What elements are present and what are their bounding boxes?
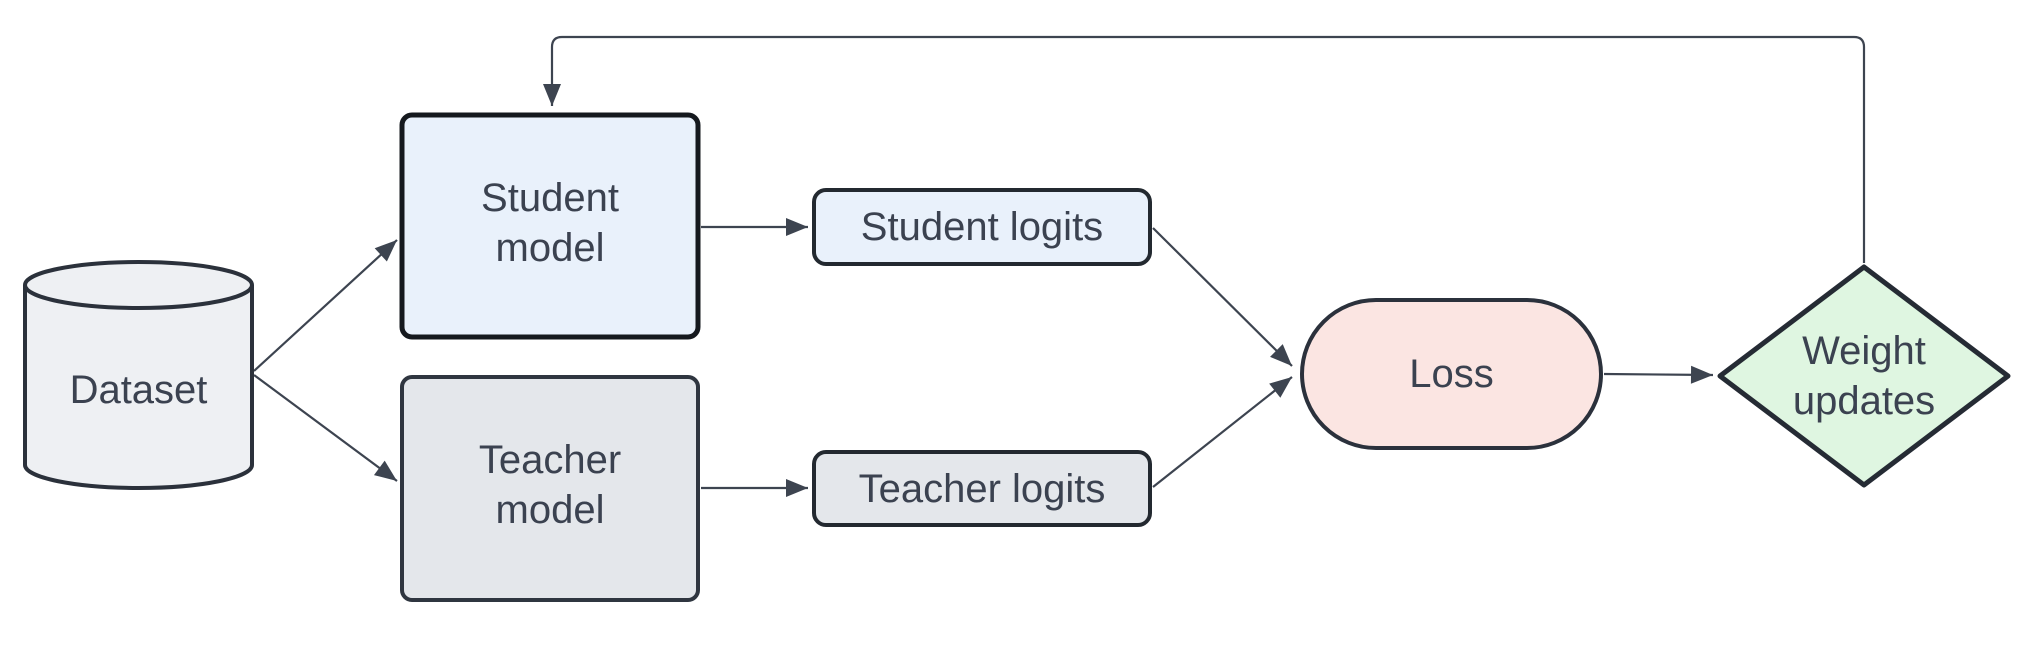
edge-weight-updates-to-student-model-feedback-loop	[543, 35, 1866, 263]
student-logits-node	[812, 188, 1152, 266]
student-model-node	[399, 112, 701, 340]
teacher-logits-node	[812, 450, 1152, 527]
edge-student-logits-to-loss	[1152, 227, 1293, 367]
weight-updates-node	[1717, 264, 2011, 488]
loss-node	[1300, 298, 1603, 450]
edge-teacher-logits-to-loss	[1152, 376, 1293, 488]
edge-dataset-to-teacher-model	[253, 374, 398, 482]
dataset-cylinder-rim	[23, 284, 254, 310]
dataset-cylinder-body	[23, 260, 254, 490]
teacher-model-node	[400, 375, 700, 602]
dataset-node	[23, 260, 254, 490]
edge-group	[253, 35, 1866, 497]
edge-dataset-to-student-model	[253, 239, 398, 372]
edge-loss-to-weight-updates	[1603, 365, 1714, 384]
